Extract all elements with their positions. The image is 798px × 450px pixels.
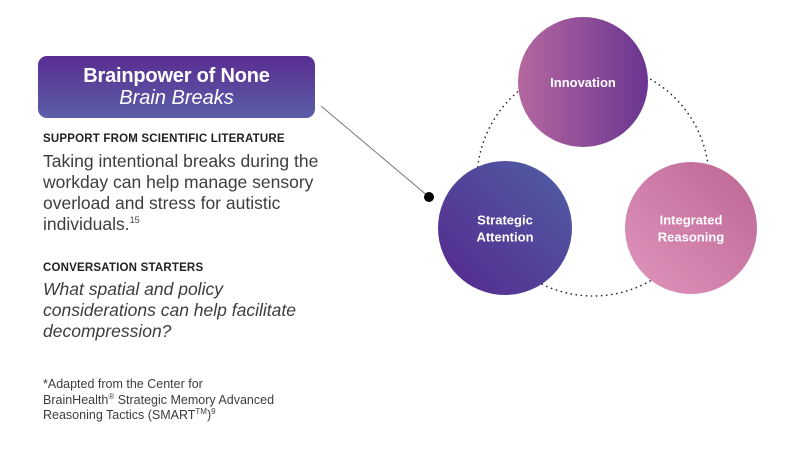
conversation-text: What spatial and policy considerations c…	[43, 279, 296, 341]
trademark: TM	[195, 407, 207, 416]
node-label: Innovation	[550, 75, 616, 90]
node-label: Integrated	[660, 213, 723, 228]
connector-line	[320, 105, 430, 198]
support-citation: 15	[129, 215, 140, 225]
node-innovation: Innovation	[518, 17, 648, 147]
support-heading: SUPPORT FROM SCIENTIFIC LITERATURE	[43, 133, 285, 145]
support-text: Taking intentional breaks during the wor…	[43, 151, 333, 235]
conversation-heading: CONVERSATION STARTERS	[43, 262, 204, 274]
footnote-line-2: BrainHealth® Strategic Memory Advanced	[43, 391, 333, 409]
footnote-line-1: *Adapted from the Center for	[43, 377, 203, 391]
footnote-text: Strategic Memory Advanced	[114, 392, 275, 407]
footnote: *Adapted from the Center for BrainHealth…	[43, 377, 333, 424]
footnote-line-3: Reasoning Tactics (SMARTTM)9	[43, 408, 333, 424]
subtitle: Brain Breaks	[119, 87, 234, 109]
node-circle	[438, 161, 572, 295]
connector-dot	[424, 192, 434, 202]
title: Brainpower of None	[83, 65, 270, 87]
node-label: Attention	[476, 230, 533, 245]
footnote-text: )	[206, 408, 212, 422]
footnote-text: Reasoning Tactics (SMART	[43, 408, 196, 422]
registered-mark: ®	[108, 391, 115, 401]
node-label: Reasoning	[658, 230, 725, 245]
footnote-brainhealth: BrainHealth	[43, 392, 109, 407]
node-label: Strategic	[477, 213, 533, 228]
node-circle	[625, 162, 757, 294]
footnote-citation: 9	[211, 407, 216, 416]
support-body: Taking intentional breaks during the wor…	[43, 151, 319, 234]
node-circle	[518, 17, 648, 147]
title-box: Brainpower of None Brain Breaks	[38, 56, 315, 118]
